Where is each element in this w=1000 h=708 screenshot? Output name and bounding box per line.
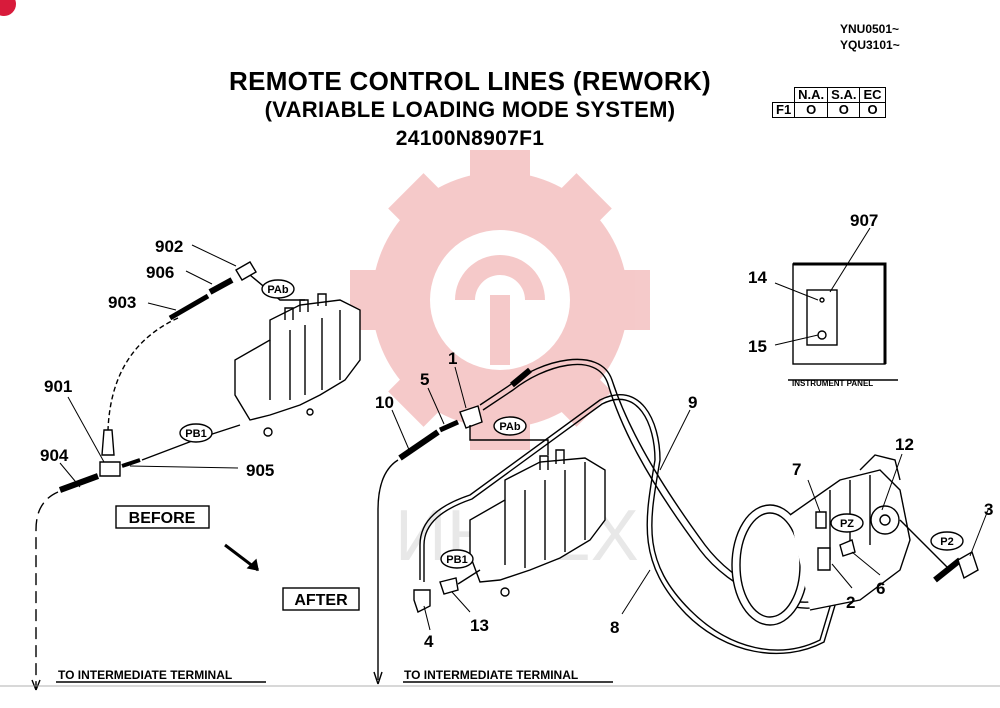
callout-904: 904 (40, 446, 69, 465)
port-tag-p2 (930, 531, 964, 551)
line-to-pab-after (469, 425, 549, 455)
tee-2 (817, 547, 831, 571)
line-to-p2 (899, 519, 951, 571)
callout-2: 2 (846, 593, 855, 612)
callout-5: 5 (420, 370, 429, 389)
hose-3-fitting (933, 557, 962, 583)
hose-end-fitting (101, 429, 115, 456)
callout-6: 6 (876, 579, 885, 598)
callout-9: 9 (688, 393, 697, 412)
callout-3: 3 (984, 500, 993, 519)
before-label: BEFORE (129, 510, 196, 527)
callout-15: 15 (748, 337, 767, 356)
callout-12: 12 (895, 435, 914, 454)
to-terminal-right: TO INTERMEDIATE TERMINAL (404, 668, 578, 682)
indicator-14-icon (819, 297, 825, 303)
callout-901: 901 (44, 377, 72, 396)
elbow-3 (957, 550, 979, 580)
part-number: 24100N8907F1 (395, 127, 545, 150)
watermark-gear-icon (350, 150, 650, 450)
port-label-pb1-before: PB1 (185, 428, 206, 440)
elbow-4 (413, 589, 431, 613)
instrument-panel-label: INSTRUMENT PANEL (792, 379, 873, 388)
callout-7: 7 (792, 460, 801, 479)
leader-lines (59, 227, 989, 631)
port-tag-pab-before (261, 279, 295, 299)
port-tag-pb1-after (440, 549, 474, 569)
callout-903: 903 (108, 293, 136, 312)
applicability-row-label: F1 (771, 102, 796, 118)
after-label: AFTER (294, 592, 348, 609)
applicability-cell: O (794, 102, 829, 118)
adapter-905 (121, 458, 141, 468)
port-tag-pz (830, 513, 864, 533)
applicability-cell: O (859, 102, 886, 118)
applicability-table: N.A. S.A. EC F1 O O O (771, 87, 886, 118)
after-box (282, 587, 360, 611)
adapter-13 (439, 577, 459, 595)
control-valve-after (469, 449, 606, 597)
hose-9-fitting (510, 367, 532, 388)
tee-1 (459, 405, 483, 429)
tee-901 (99, 461, 121, 477)
arrow-down-icon (373, 671, 383, 685)
corner-badge (0, 0, 16, 16)
callout-1: 1 (448, 349, 457, 368)
hose-8-outer (423, 398, 840, 654)
serial-range-2: YQU3101~ (840, 38, 900, 52)
port-tag-pab-after (493, 416, 527, 436)
callout-8: 8 (610, 618, 619, 637)
hose-904-to-terminal (35, 491, 59, 690)
serial-range-1: YNU0501~ (840, 22, 900, 36)
hose-904 (58, 473, 100, 493)
port-label-pab-after: PAb (499, 421, 520, 433)
callout-905: 905 (246, 461, 274, 480)
before-box (115, 505, 210, 529)
switch-plate-907 (806, 289, 838, 346)
panel-frame-shadow (793, 262, 887, 364)
line-to-pab-before (249, 274, 305, 301)
callout-907: 907 (850, 211, 878, 230)
callout-10: 10 (375, 393, 394, 412)
to-terminal-left: TO INTERMEDIATE TERMINAL (58, 668, 232, 682)
port-label-pz: PZ (840, 518, 854, 530)
callout-13: 13 (470, 616, 489, 635)
fitting-7 (815, 511, 827, 529)
adapter-906 (208, 277, 234, 295)
elbow-902 (235, 261, 257, 281)
arrow-down-icon (31, 679, 41, 691)
port-label-p2: P2 (940, 536, 953, 548)
line-to-pb1-after (457, 569, 481, 585)
port-tag-pb1-before (179, 423, 213, 443)
arrowhead-icon (246, 558, 259, 571)
control-valve-before (234, 293, 361, 437)
page-title: REMOTE CONTROL LINES (REWORK) (229, 66, 711, 96)
page-subtitle: (VARIABLE LOADING MODE SYSTEM) (264, 97, 676, 122)
hose-8 (419, 394, 836, 651)
hose-10 (398, 429, 440, 461)
main-pump (731, 454, 911, 626)
callout-14: 14 (748, 268, 767, 287)
adapter-5 (438, 419, 460, 433)
hose-10-to-terminal (377, 459, 399, 680)
callout-902: 902 (155, 237, 183, 256)
port-label-pab-before: PAb (267, 284, 288, 296)
callout-4: 4 (424, 632, 434, 651)
applicability-cell: O (827, 102, 861, 118)
port-label-pb1-after: PB1 (446, 554, 467, 566)
callout-906: 906 (146, 263, 174, 282)
hose-903-fitting (168, 293, 210, 321)
hose-903 (107, 317, 179, 431)
adapter-6 (839, 539, 856, 557)
